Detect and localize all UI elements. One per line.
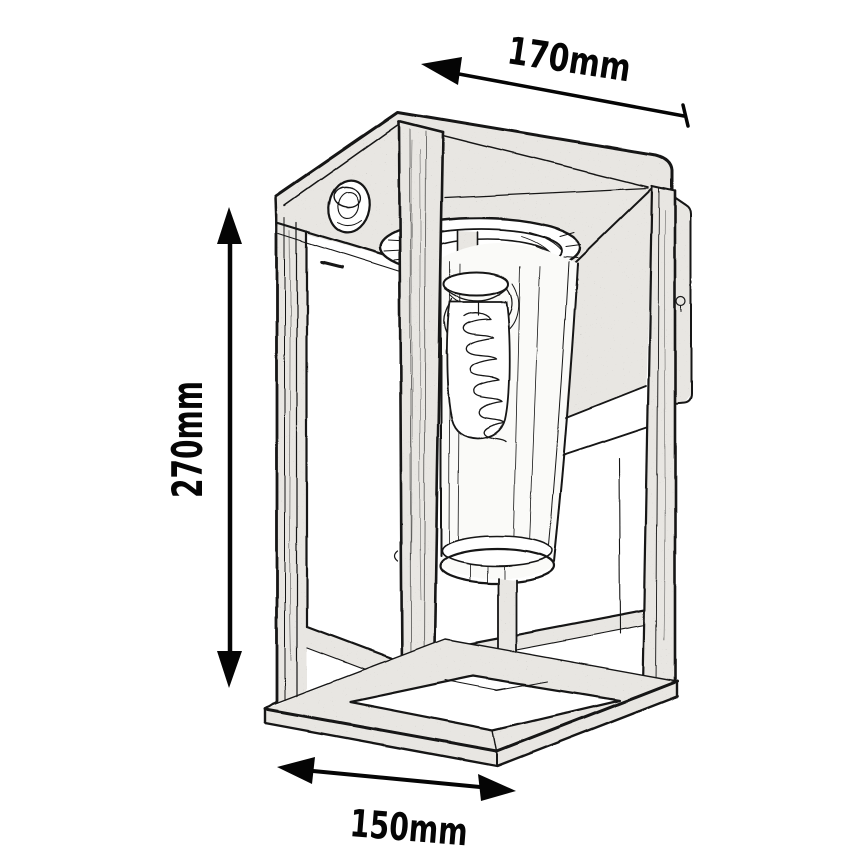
dimension-label-bottom: 150mm [348, 801, 469, 854]
arrow-head-left-up [217, 207, 242, 244]
dimension-line-top [457, 72, 686, 118]
arrow-head-left-down [217, 651, 242, 688]
lantern-drawing [263, 110, 692, 768]
dimension-left: 270mm [163, 207, 242, 688]
interior-lines [305, 385, 649, 683]
dimension-label-top: 170mm [505, 28, 634, 90]
dimension-line-bottom [311, 769, 482, 789]
motion-sensor [327, 179, 371, 233]
arrow-head-top [421, 57, 462, 85]
dimension-bottom: 150mm [277, 757, 516, 854]
dimension-label-left: 270mm [163, 381, 212, 498]
arrow-head-bottom-right [478, 774, 516, 801]
dimension-top: 170mm [421, 28, 690, 128]
spiral-filament [462, 312, 507, 442]
dimension-tick-top [681, 103, 690, 128]
filament-bulb [445, 301, 511, 442]
bottom-frame [263, 638, 679, 768]
arrow-head-bottom-left [277, 757, 315, 784]
frame-posts [264, 119, 677, 710]
tube-bottom-cap [441, 535, 553, 567]
